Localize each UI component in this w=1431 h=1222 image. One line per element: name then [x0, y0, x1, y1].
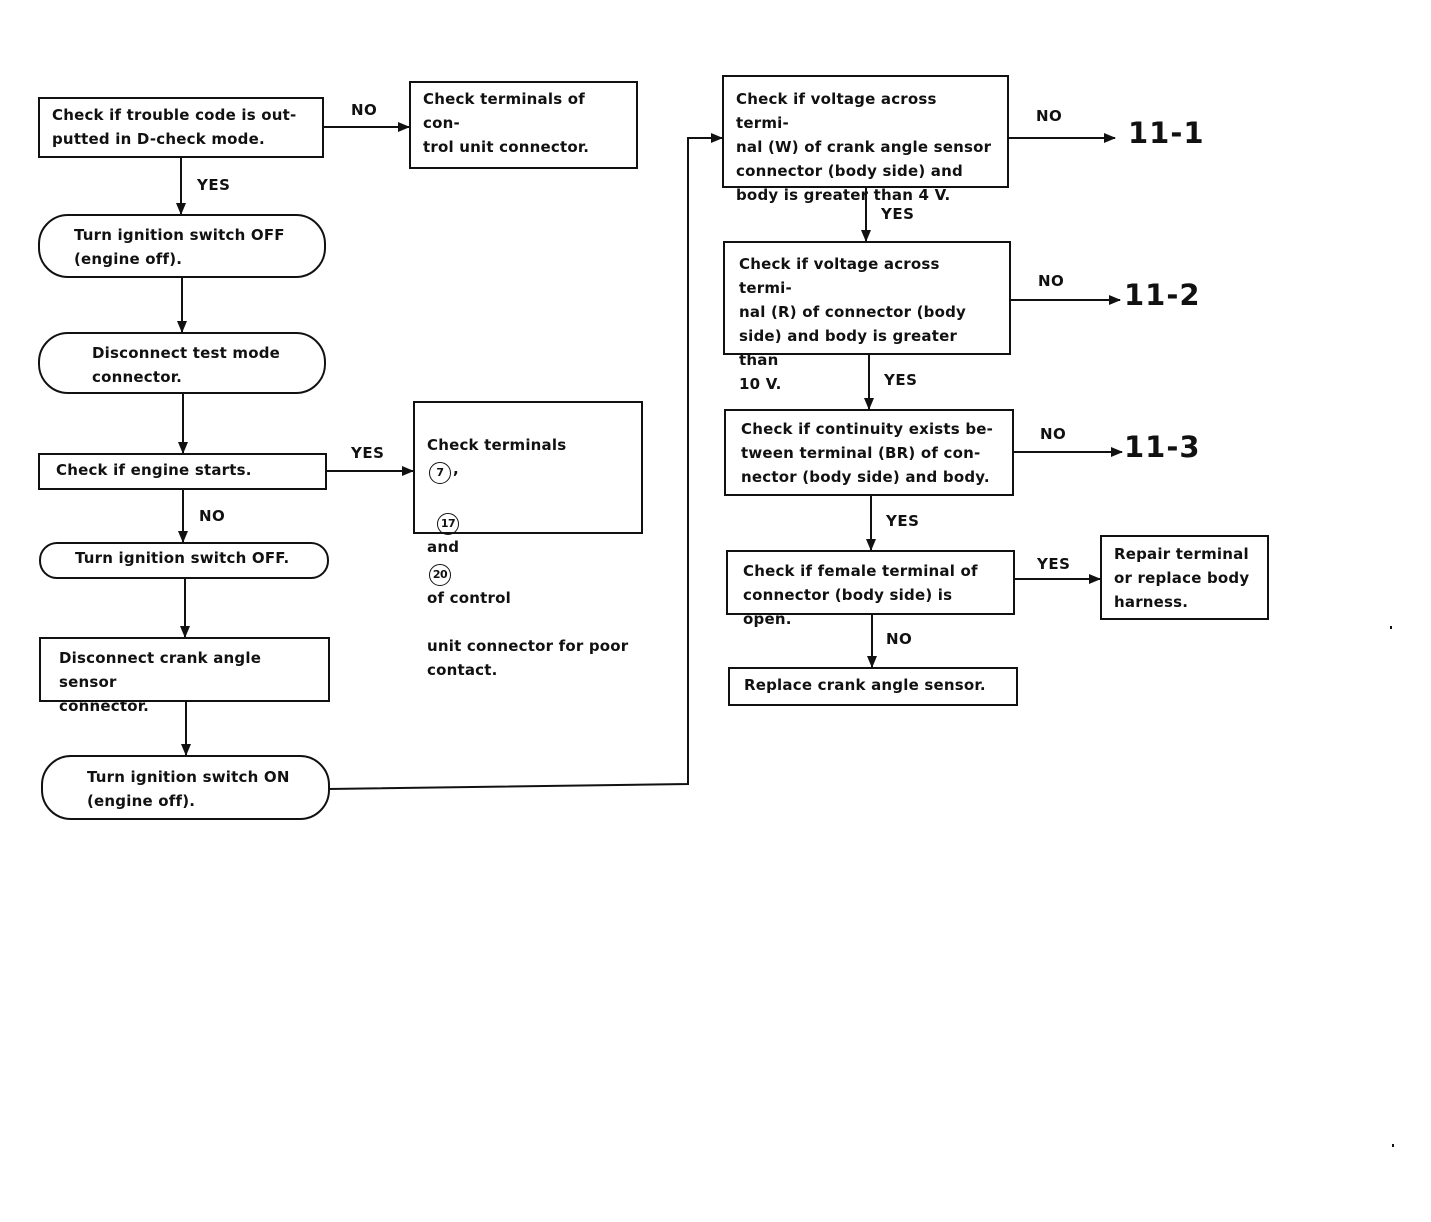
reference-11-2: 11-2 [1124, 278, 1201, 312]
label-n5-yes: YES [351, 444, 385, 462]
node-replace-crank-angle-sensor: Replace crank angle sensor. [728, 667, 1018, 706]
node-ignition-off-engine-off: Turn ignition switch OFF (engine off). [38, 214, 326, 278]
node-check-engine-starts: Check if engine starts. [38, 453, 327, 490]
label-n12-yes: YES [886, 512, 920, 530]
label-n10-no: NO [1036, 107, 1063, 125]
node-ignition-on-engine-off: Turn ignition switch ON (engine off). [41, 755, 330, 820]
n6-line2-text: of control [427, 589, 511, 607]
n6-line1-text: Check terminals [427, 436, 567, 454]
n6-and-text: and [427, 538, 460, 556]
terminal-number-17: 17 [437, 513, 459, 535]
reference-11-1: 11-1 [1128, 116, 1205, 150]
label-n5-no: NO [199, 507, 226, 525]
node-repair-terminal-or-replace-harness: Repair terminal or replace body harness. [1100, 535, 1269, 620]
scan-speck [1390, 626, 1392, 629]
label-n12-no: NO [1040, 425, 1067, 443]
node-check-voltage-terminal-w: Check if voltage across termi- nal (W) o… [722, 75, 1009, 204]
node-disconnect-crank-angle-sensor-connector: Disconnect crank angle sensor connector. [39, 637, 330, 715]
reference-11-3: 11-3 [1124, 430, 1201, 464]
label-n10-yes: YES [881, 205, 915, 223]
n6-line1-comma: , [453, 460, 459, 478]
scan-speck [1392, 1144, 1394, 1147]
node-ignition-off: Turn ignition switch OFF. [39, 542, 329, 579]
label-n11-yes: YES [884, 371, 918, 389]
node-check-voltage-terminal-r: Check if voltage across termi- nal (R) o… [723, 241, 1011, 393]
n6-line3-text: unit connector for poor contact. [427, 637, 629, 679]
label-n13-yes: YES [1037, 555, 1071, 573]
edge-n9-n10 [327, 133, 723, 790]
node-check-control-unit-terminals: Check terminals of con- trol unit connec… [409, 81, 638, 169]
node-check-trouble-code: Check if trouble code is out- putted in … [38, 97, 324, 158]
node-disconnect-test-mode-connector: Disconnect test mode connector. [38, 332, 326, 394]
label-n11-no: NO [1038, 272, 1065, 290]
node-check-continuity-terminal-br: Check if continuity exists be- tween ter… [724, 409, 1014, 496]
terminal-number-7: 7 [429, 462, 451, 484]
node-check-terminals-poor-contact: Check terminals 7, 17 and 20 of control … [413, 401, 643, 679]
label-n1-yes: YES [197, 176, 231, 194]
terminal-number-20: 20 [429, 564, 451, 586]
label-n13-no: NO [886, 630, 913, 648]
node-check-female-terminal-open: Check if female terminal of connector (b… [726, 550, 1015, 628]
label-n1-no: NO [351, 101, 378, 119]
